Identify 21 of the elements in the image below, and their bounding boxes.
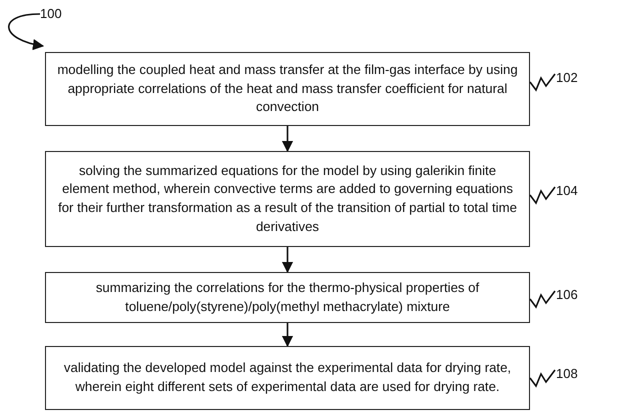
reference-numeral: 100 <box>40 6 66 22</box>
arrow <box>282 247 294 274</box>
reference-numeral: 108 <box>556 366 582 382</box>
process-box <box>45 346 530 410</box>
step-text: modelling the coupled heat and mass transfer at the film-gas interface by using appropriate correlations of the heat and mass transfer coefficient for natural convection <box>56 60 519 116</box>
leader-line <box>529 74 556 92</box>
reference-numeral: 104 <box>556 183 582 199</box>
step-text: validating the developed model against the experimental data for drying rate, wherein eight different sets of experimental data are used for drying rate. <box>62 359 512 396</box>
arrow <box>282 323 294 348</box>
arrow <box>8 13 44 50</box>
reference-numeral: 102 <box>556 70 582 86</box>
step-text: summarizing the correlations for the thermo-physical properties of toluene/poly(styrene)/poly(methyl methacrylate) mixture <box>94 278 480 316</box>
reference-numeral: 106 <box>556 287 582 303</box>
process-box <box>45 272 530 323</box>
leader-line <box>529 370 556 388</box>
step-text: solving the summarized equations for the model by using galerikin finite element method, wherein convective terms are added to governing equations for their further transformation as a result of the transition of partial to total time derivatives <box>57 162 518 236</box>
leader-line <box>529 186 556 205</box>
leader-line <box>529 290 556 309</box>
arrow <box>282 126 294 152</box>
process-box <box>45 52 530 126</box>
process-box <box>45 151 530 247</box>
